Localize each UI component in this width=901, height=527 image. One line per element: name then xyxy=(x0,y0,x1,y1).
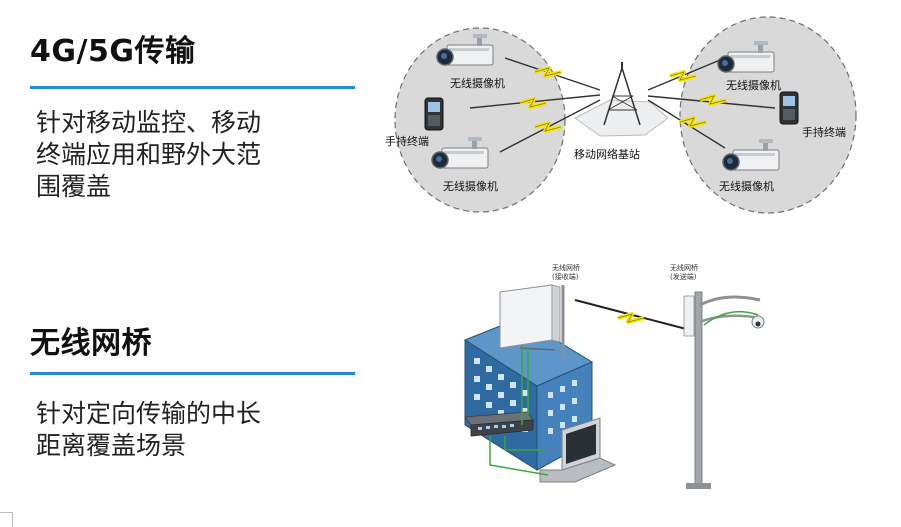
bridge-antenna-left-icon xyxy=(499,284,565,358)
title-underline-4g5g xyxy=(30,86,355,89)
handheld-terminal-icon-right xyxy=(779,91,799,125)
section-title-wireless-bridge: 无线网桥 xyxy=(30,326,152,361)
street-pole-icon xyxy=(683,291,765,489)
description-line: 针对移动监控、移动 xyxy=(36,108,262,137)
description-line: 针对定向传输的中长 xyxy=(36,399,262,428)
laptop-icon xyxy=(539,417,617,483)
label-bridge-right-line2: (发送端) xyxy=(670,272,697,281)
label-camera-left-top: 无线摄像机 xyxy=(450,76,505,90)
section-description-4g5g: 针对移动监控、移动 终端应用和野外大范 围覆盖 xyxy=(36,107,261,203)
description-line: 围覆盖 xyxy=(36,172,112,201)
section-description-wireless-bridge: 针对定向传输的中长 距离覆盖场景 xyxy=(36,398,261,462)
label-bridge-right-line1: 无线网桥 xyxy=(670,263,698,272)
dome-camera-icon xyxy=(751,315,765,329)
description-line: 终端应用和野外大范 xyxy=(36,140,262,169)
title-underline-wireless-bridge xyxy=(30,372,355,375)
page-corner-mark xyxy=(0,512,13,527)
network-cables xyxy=(489,345,549,476)
label-handheld-left: 手持终端 xyxy=(385,134,429,148)
label-handheld-right: 手持终端 xyxy=(802,125,846,139)
section-title-4g5g: 4G/5G传输 xyxy=(30,34,196,69)
label-base-station: 移动网络基站 xyxy=(574,147,640,161)
lightning-icon xyxy=(616,312,646,324)
base-station-tower-icon xyxy=(574,62,669,137)
label-camera-right-top: 无线摄像机 xyxy=(726,78,781,92)
label-bridge-left-line2: (接收端) xyxy=(552,272,579,281)
description-line: 距离覆盖场景 xyxy=(36,431,187,460)
label-camera-right-bottom: 无线摄像机 xyxy=(719,179,774,193)
wireless-link-icons-4g xyxy=(469,57,776,153)
label-camera-left-bottom: 无线摄像机 xyxy=(443,179,498,193)
handheld-terminal-icon-left xyxy=(424,97,444,131)
label-bridge-left-line1: 无线网桥 xyxy=(552,263,580,272)
network-switch-icon xyxy=(464,411,534,437)
